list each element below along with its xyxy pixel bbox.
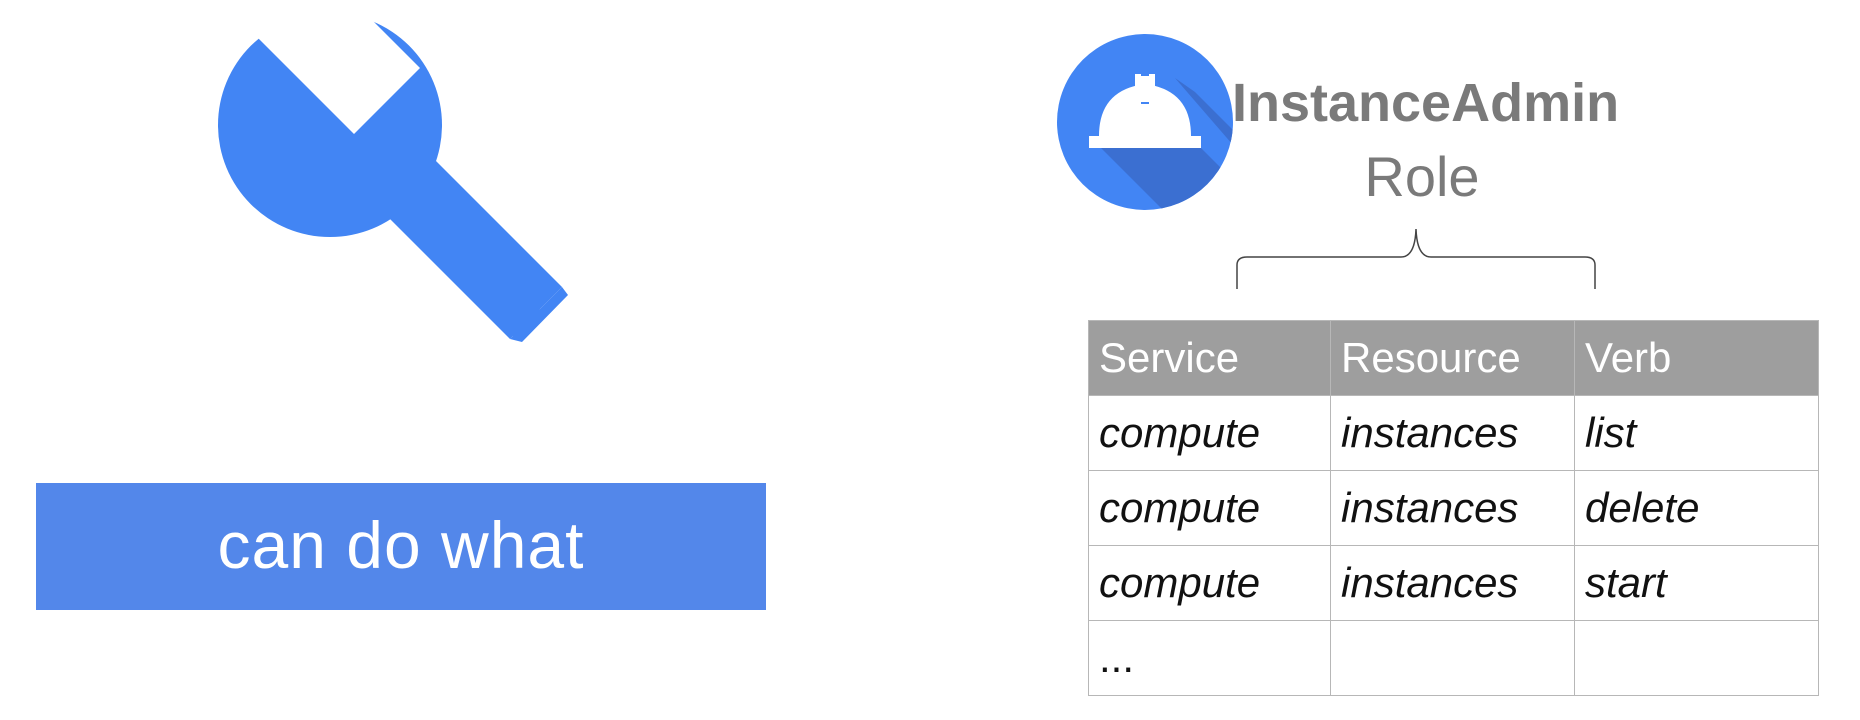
table-header-row: Service Resource Verb — [1088, 320, 1819, 396]
role-name: InstanceAdmin — [1232, 73, 1620, 133]
cell-service: compute — [1088, 545, 1331, 621]
table-row: compute instances list — [1088, 395, 1819, 471]
cell-resource — [1330, 620, 1575, 696]
cell-verb: start — [1574, 545, 1819, 621]
cell-resource: instances — [1330, 545, 1575, 621]
permissions-table: Service Resource Verb compute instances … — [1088, 320, 1819, 696]
can-do-what-banner: can do what — [36, 483, 766, 610]
role-subtitle: Role — [1364, 145, 1480, 208]
cell-service: compute — [1088, 470, 1331, 546]
cell-verb — [1574, 620, 1819, 696]
brace-connector — [1236, 228, 1596, 289]
table-row: compute instances delete — [1088, 470, 1819, 546]
header-verb: Verb — [1574, 320, 1819, 396]
cell-resource: instances — [1330, 470, 1575, 546]
cell-verb: delete — [1574, 470, 1819, 546]
hard-hat-icon — [1057, 34, 1233, 210]
cell-service: ... — [1088, 620, 1331, 696]
table-row: ... — [1088, 620, 1819, 696]
table-row: compute instances start — [1088, 545, 1819, 621]
banner-label: can do what — [217, 507, 585, 582]
header-resource: Resource — [1330, 320, 1575, 396]
cell-resource: instances — [1330, 395, 1575, 471]
cell-service: compute — [1088, 395, 1331, 471]
cell-verb: list — [1574, 395, 1819, 471]
header-service: Service — [1088, 320, 1331, 396]
wrench-icon — [210, 0, 568, 342]
